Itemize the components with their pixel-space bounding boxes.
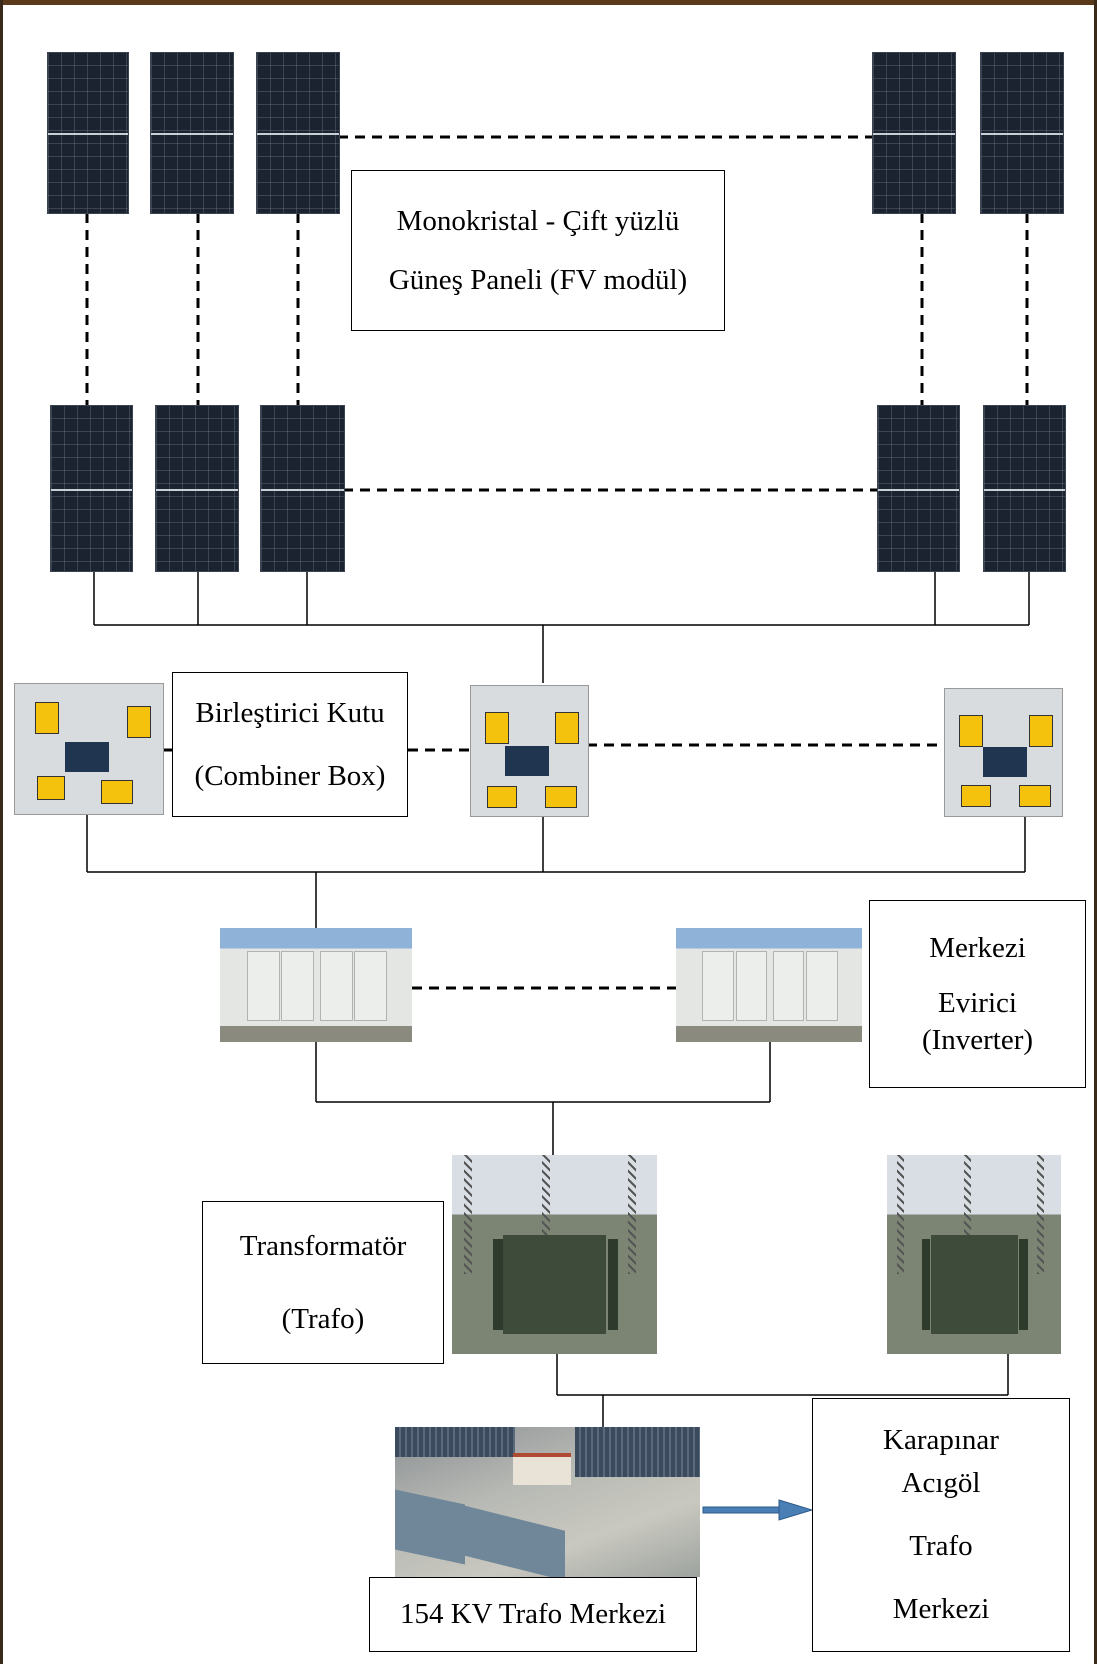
transformer-icon [887, 1155, 1061, 1354]
karapinar-label: Karapınar Acıgöl Trafo Merkezi [812, 1398, 1070, 1652]
solar-panel-icon [260, 405, 345, 572]
solar-panel-icon [155, 405, 239, 572]
combiner-box-icon [14, 683, 164, 815]
solar-panel-icon [980, 52, 1064, 214]
karapinar-label-line3: Trafo [909, 1530, 973, 1562]
combiner-box-icon [470, 685, 589, 817]
solar-panel-icon [872, 52, 956, 214]
panel-label-line1: Monokristal - Çift yüzlü [396, 204, 680, 237]
transformer-label-line1: Transformatör [239, 1229, 407, 1262]
solar-panel-icon [877, 405, 960, 572]
combiner-label: Birleştirici Kutu (Combiner Box) [172, 672, 408, 817]
panel-label: Monokristal - Çift yüzlü Güneş Paneli (F… [351, 170, 725, 331]
right-border [1094, 0, 1097, 1664]
inverter-label-line3: (Inverter) [921, 1023, 1034, 1056]
arrow-to-karapinar [702, 1499, 814, 1521]
panel-label-line2: Güneş Paneli (FV modül) [388, 263, 688, 296]
solar-panel-icon [47, 52, 129, 214]
inverter-label: Merkezi Evirici (Inverter) [869, 900, 1086, 1088]
solar-panel-icon [983, 405, 1066, 572]
karapinar-label-line4: Merkezi [892, 1593, 990, 1625]
solar-panel-icon [256, 52, 340, 214]
substation-aerial-image [395, 1427, 700, 1577]
inverter-icon [676, 928, 862, 1042]
substation-label: 154 KV Trafo Merkezi [369, 1577, 697, 1652]
transformer-label: Transformatör (Trafo) [202, 1201, 444, 1364]
transformer-label-line2: (Trafo) [281, 1302, 365, 1335]
substation-label-text: 154 KV Trafo Merkezi [399, 1598, 667, 1630]
combiner-box-icon [944, 688, 1063, 817]
combiner-label-line2: (Combiner Box) [194, 759, 386, 792]
transformer-icon [452, 1155, 657, 1354]
combiner-label-line1: Birleştirici Kutu [195, 696, 385, 729]
karapinar-label-line2: Acıgöl [901, 1467, 981, 1499]
solar-panel-icon [150, 52, 234, 214]
inverter-label-line2: Evirici [938, 986, 1017, 1019]
solar-panel-icon [50, 405, 133, 572]
inverter-icon [220, 928, 412, 1042]
karapinar-label-line1: Karapınar [883, 1424, 999, 1456]
top-border [0, 0, 1097, 5]
inverter-label-line1: Merkezi [929, 931, 1026, 964]
left-border [0, 0, 3, 1664]
